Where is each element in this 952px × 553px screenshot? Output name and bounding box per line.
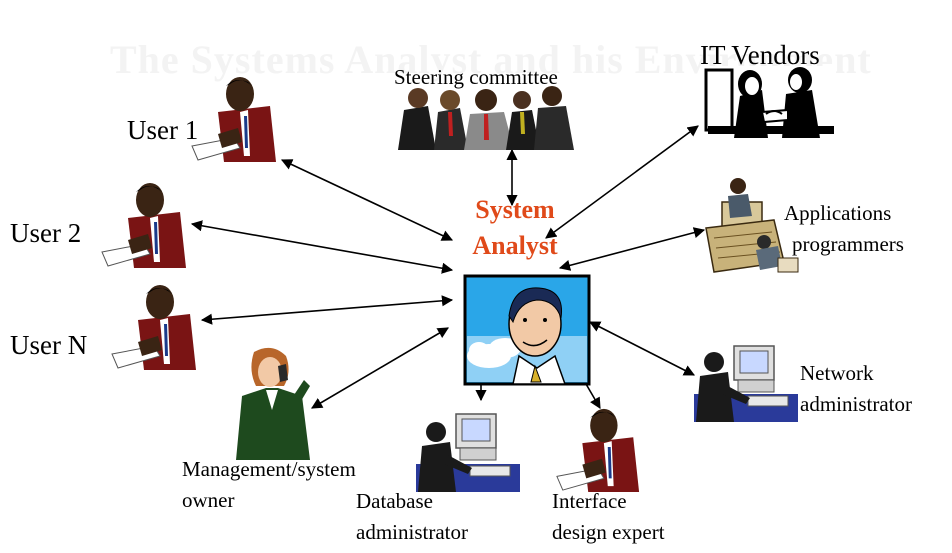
arrow-applications-programmers xyxy=(558,227,706,271)
group-of-executives-icon xyxy=(398,86,574,150)
management-owner-label: Management/system owner xyxy=(182,454,356,516)
user-1-label: User 1 xyxy=(127,115,199,145)
desk-worker-icon xyxy=(705,178,799,273)
network-administrator-line2: administrator xyxy=(800,392,912,416)
database-administrator-line1: Database xyxy=(356,489,433,513)
arrow-interface-expert xyxy=(585,383,601,409)
arrow-user-1 xyxy=(280,159,454,241)
system-analyst-line1: System xyxy=(475,195,555,224)
management-owner-line1: Management/system xyxy=(182,457,356,481)
seated-writer-icon xyxy=(556,408,640,493)
arrow-user-2 xyxy=(190,220,454,274)
interface-design-expert-line1: Interface xyxy=(552,489,627,513)
computer-operator-icon xyxy=(694,345,798,422)
network-administrator-label: Network administrator xyxy=(800,358,912,420)
phone-woman-icon xyxy=(236,347,310,460)
seated-writer-icon xyxy=(111,285,196,370)
system-analyst-title: System Analyst xyxy=(440,192,590,264)
vendor-meeting-icon xyxy=(704,66,836,138)
applications-programmers-line1: Applications xyxy=(784,201,892,225)
user-n-label: User N xyxy=(10,330,88,360)
arrow-management-owner xyxy=(311,327,449,409)
steering-committee-label: Steering committee xyxy=(394,65,558,89)
system-analyst-line2: Analyst xyxy=(472,231,558,260)
applications-programmers-label: Applications programmers xyxy=(784,198,904,260)
arrow-network-administrator xyxy=(589,321,695,376)
seated-writer-icon xyxy=(191,77,276,162)
interface-design-expert-line2: design expert xyxy=(552,520,665,544)
seated-writer-icon xyxy=(101,183,186,268)
computer-operator-icon xyxy=(416,413,520,492)
database-administrator-label: Database administrator xyxy=(356,486,468,548)
applications-programmers-line2: programmers xyxy=(792,232,904,256)
interface-design-expert-label: Interface design expert xyxy=(552,486,665,548)
arrow-it-vendors xyxy=(545,125,699,239)
analyst-portrait-icon xyxy=(463,274,591,386)
database-administrator-line2: administrator xyxy=(356,520,468,544)
it-vendors-label: IT Vendors xyxy=(700,40,820,70)
arrow-user-n xyxy=(200,295,454,325)
user-2-label: User 2 xyxy=(10,218,82,248)
management-owner-line2: owner xyxy=(182,488,235,512)
network-administrator-line1: Network xyxy=(800,361,874,385)
